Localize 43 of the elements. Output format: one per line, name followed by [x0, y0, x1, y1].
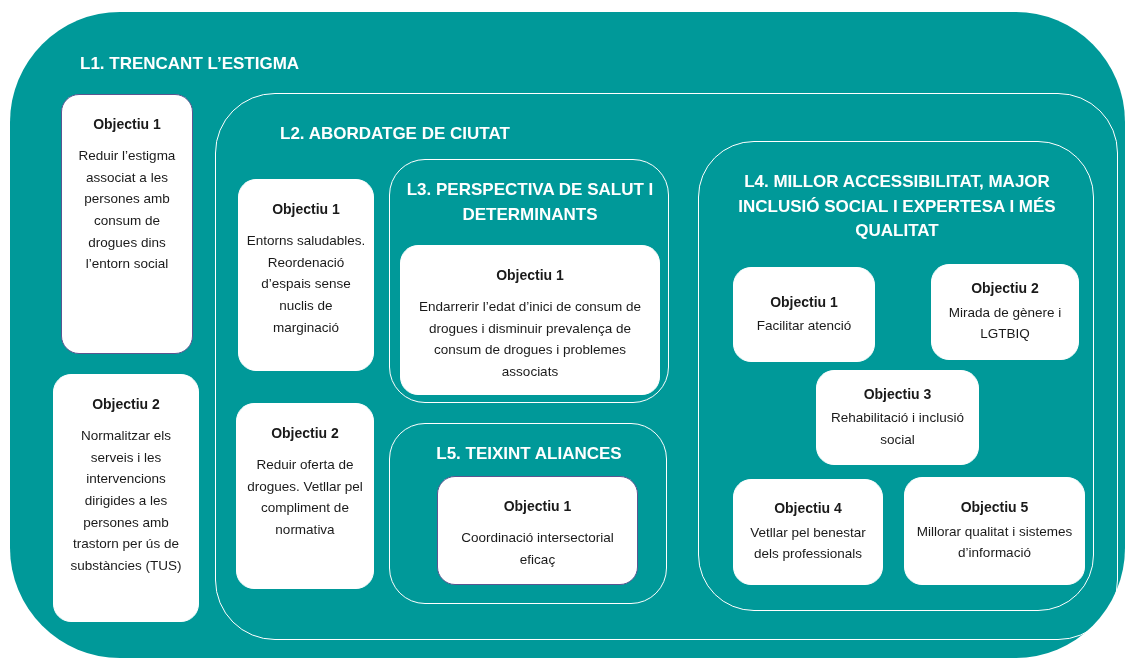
objective-title: Objectiu 1: [503, 497, 572, 516]
objective-card: [816, 370, 979, 465]
group-heading: L2. ABORDATGE DE CIUTAT: [280, 123, 511, 145]
objective-card: [53, 374, 199, 622]
objective-text: Rehabilitació i inclusió social: [830, 409, 965, 449]
objective-card: [904, 477, 1085, 585]
objective-card: [236, 403, 374, 589]
group-frame: [389, 159, 669, 403]
group-frame: [215, 93, 1118, 640]
group-heading: L3. PERSPECTIVA DE SALUT I DETERMINANTS: [405, 179, 655, 226]
group-heading: L4. MILLOR ACCESSIBILITAT, MAJOR INCLUSIÓ SOCIAL I EXPERTESA I MÉS QUALITAT: [737, 171, 1057, 243]
objective-text: Millorar qualitat i sistemes d’informació: [915, 522, 1074, 563]
objective-card: [400, 245, 660, 395]
objective-card: [733, 267, 875, 362]
objective-card: [61, 94, 193, 354]
objective-title: Objectiu 1: [93, 115, 161, 134]
group-frame: [698, 141, 1094, 611]
objective-card: [733, 479, 883, 585]
objective-card: [931, 264, 1079, 360]
objective-text: Entorns saludables. Reordenació d’espais sense nuclis de marginació: [245, 232, 367, 337]
objective-text: Reduir oferta de drogues. Vetllar pel compliment de normativa: [246, 456, 364, 539]
objective-title: Objectiu 2: [971, 279, 1039, 298]
objective-title: Objectiu 1: [770, 292, 838, 311]
objective-text: Reduir l’estigma associat a les persones amb consum de drogues dins l’entorn social: [77, 147, 177, 274]
group-heading: L1. TRENCANT L’ESTIGMA: [80, 53, 301, 75]
objective-text: Mirada de gènere i LGTBIQ: [947, 303, 1063, 344]
group-heading: L5. TEIXINT ALIANCES: [435, 443, 623, 465]
objective-card: [238, 179, 374, 371]
objective-text: Vetllar pel benestar dels professionals: [749, 523, 867, 564]
objective-text: Normalitzar els serveis i les intervencions dirigides a les persones amb trastorn per ús de substàncies (TUS): [69, 427, 183, 575]
objective-text: Endarrerir l’edat d’inici de consum de drogues i disminuir prevalença de consum de drogues i problemes associats: [417, 298, 643, 381]
objective-card: [437, 476, 638, 585]
objective-title: Objectiu 2: [271, 424, 339, 443]
group-panel: [10, 12, 1125, 658]
group-frame: [389, 423, 667, 604]
objective-title: Objectiu 4: [774, 499, 842, 518]
objective-title: Objectiu 2: [92, 395, 160, 414]
objective-title: Objectiu 3: [863, 384, 932, 403]
objective-text: Facilitar atenció: [756, 316, 852, 335]
objective-text: Coordinació intersectorial eficaç: [460, 529, 615, 569]
objective-title: Objectiu 5: [960, 498, 1029, 517]
objective-title: Objectiu 1: [272, 200, 340, 219]
objective-title: Objectiu 1: [496, 266, 564, 285]
